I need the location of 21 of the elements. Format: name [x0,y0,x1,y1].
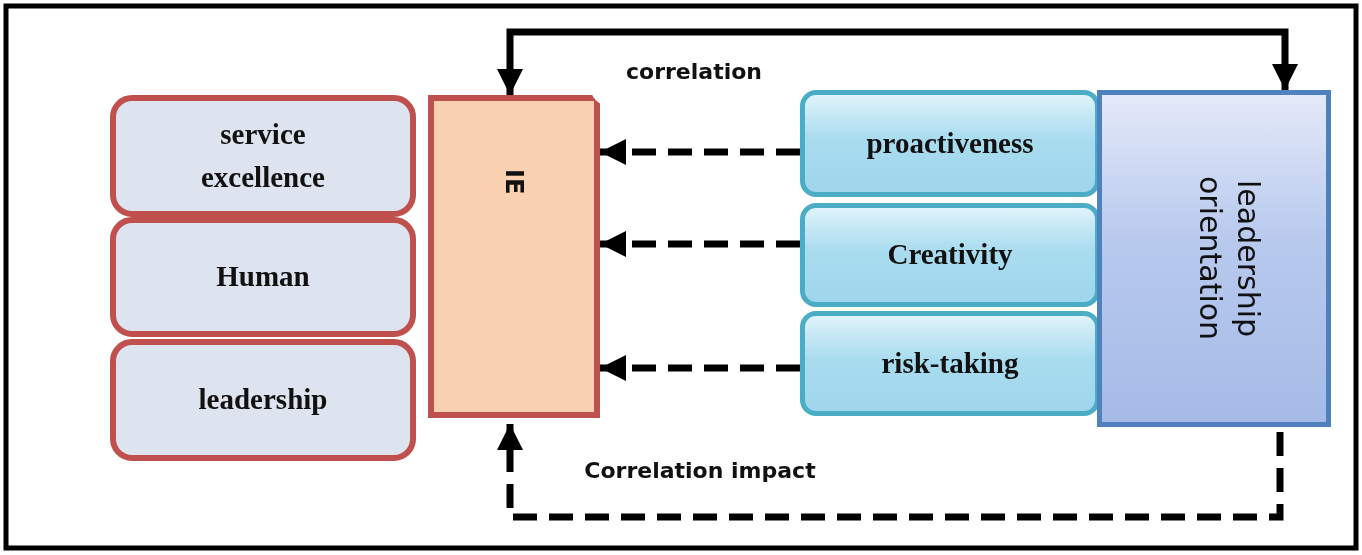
node-label: service excellence [200,116,326,195]
arrow [497,28,1298,95]
node-label: IE [499,168,529,195]
arrow [600,231,800,257]
node-label: proactiveness [866,125,1034,161]
dimension-box [800,311,1100,416]
node-label: risk-taking [881,345,1019,381]
construct-box [428,95,600,418]
category-box [110,339,416,461]
node-label: Creativity [887,237,1013,273]
node-label: Human [216,259,310,295]
construct-box [1097,90,1331,427]
node-label: leadership [198,382,328,418]
dimension-box [800,203,1100,307]
arrow [600,139,800,165]
category-box [110,217,416,337]
dimension-box [800,90,1100,197]
edge-label: Correlation impact [583,456,817,485]
category-box [110,95,416,217]
arrow [600,355,800,381]
node-label: leadership orientation [1192,175,1267,343]
